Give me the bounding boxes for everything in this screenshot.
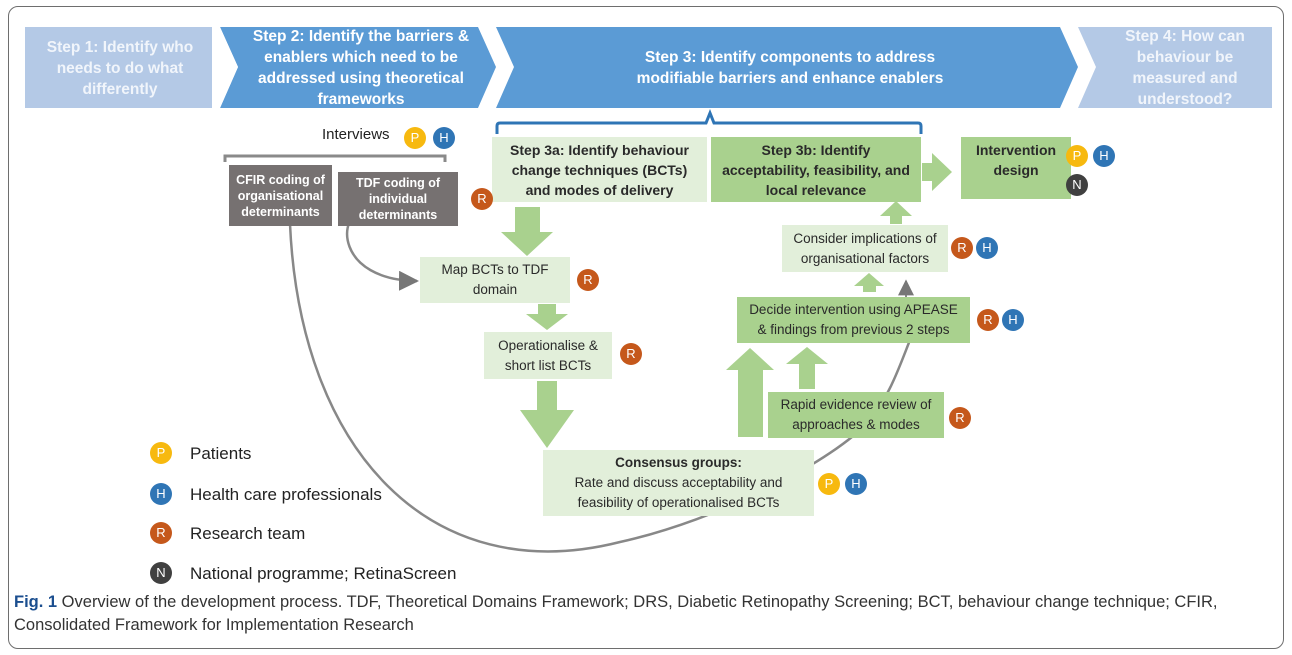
legend-research-icon: R bbox=[150, 522, 172, 544]
legend-national-icon: N bbox=[150, 562, 172, 584]
arrow-decide-small bbox=[854, 273, 884, 292]
arrow-consider-to-3b bbox=[880, 201, 912, 224]
consensus-box bbox=[543, 450, 814, 516]
interviews-label: Interviews bbox=[322, 126, 390, 143]
intervention-design-box bbox=[961, 137, 1071, 199]
step4-chevron bbox=[1078, 27, 1272, 108]
patients-badge: P bbox=[404, 127, 426, 149]
legend-patients-icon: P bbox=[150, 442, 172, 464]
legend-patients: Patients bbox=[190, 444, 252, 463]
legend-hcp: Health care professionals bbox=[190, 485, 382, 504]
step3b-box bbox=[711, 137, 921, 202]
hcp-badge: H bbox=[1093, 145, 1115, 167]
step1-text: Step 1: Identify who needs to do what di… bbox=[46, 38, 194, 98]
step2-text: Step 2: Identify the barriers & enablers… bbox=[252, 28, 470, 108]
research-badge: R bbox=[577, 269, 599, 291]
research-badge: R bbox=[977, 309, 999, 331]
decide-text: Decide intervention using APEASE & findi… bbox=[749, 302, 958, 337]
legend-hcp-icon: H bbox=[150, 483, 172, 505]
arrow-consensus-up bbox=[726, 348, 774, 437]
national-badge: N bbox=[1066, 174, 1088, 196]
arrow-op-to-consensus bbox=[520, 381, 574, 448]
research-badge: R bbox=[620, 343, 642, 365]
operationalise-text: Operationalise & short list BCTs bbox=[498, 337, 598, 373]
step3-bracket bbox=[495, 108, 923, 134]
map-bcts-box bbox=[420, 257, 570, 303]
hcp-badge: H bbox=[433, 127, 455, 149]
hcp-badge: H bbox=[845, 473, 867, 495]
patients-badge: P bbox=[1066, 145, 1088, 167]
patients-badge: P bbox=[818, 473, 840, 495]
legend-research: Research team bbox=[190, 524, 306, 543]
intervention-design-text: Intervention design bbox=[975, 141, 1057, 178]
figure-caption: Fig. 1 Overview of the development proce… bbox=[14, 591, 1276, 637]
research-badge: R bbox=[951, 237, 973, 259]
hcp-badge: H bbox=[1002, 309, 1024, 331]
step1-chevron bbox=[25, 27, 212, 108]
step3a-text: Step 3a: Identify behaviour change techn… bbox=[510, 141, 689, 198]
arrow-3a-to-map bbox=[501, 207, 553, 256]
consider-box bbox=[782, 225, 948, 272]
interviews-bracket bbox=[223, 154, 447, 162]
caption-text: Overview of the development process. TDF… bbox=[14, 593, 1218, 634]
arrow-rapid-up bbox=[786, 347, 828, 389]
legend-national: National programme; RetinaScreen bbox=[190, 564, 457, 583]
operationalise-box bbox=[484, 332, 612, 379]
cfir-box bbox=[229, 165, 332, 226]
map-bcts-text: Map BCTs to TDF domain bbox=[441, 262, 549, 297]
decide-box bbox=[737, 297, 970, 343]
research-badge: R bbox=[949, 407, 971, 429]
rapid-box bbox=[768, 392, 944, 438]
step2-chevron bbox=[220, 27, 496, 108]
step4-text: Step 4: How can behaviour be measured an… bbox=[1125, 28, 1245, 108]
research-badge: R bbox=[471, 188, 493, 210]
tdf-box bbox=[338, 172, 458, 226]
arrow-3b-to-design bbox=[922, 153, 952, 191]
tdf-text: TDF coding of individual determinants bbox=[355, 176, 440, 222]
consensus-text: Consensus groups: Rate and discuss accep… bbox=[543, 450, 814, 516]
hcp-badge: H bbox=[976, 237, 998, 259]
caption-fig-label: Fig. 1 bbox=[14, 593, 58, 611]
step3-chevron bbox=[496, 27, 1078, 108]
step3a-box bbox=[492, 137, 707, 202]
step3-text: Step 3: Identify components to address m… bbox=[636, 49, 944, 87]
arrow-map-to-op bbox=[526, 304, 568, 330]
rapid-text: Rapid evidence review of approaches & mo… bbox=[780, 397, 932, 432]
consensus-title: Consensus groups: bbox=[615, 455, 742, 470]
figure-frame bbox=[8, 6, 1284, 649]
consensus-body: Rate and discuss acceptability and feasi… bbox=[574, 475, 783, 510]
step3b-text: Step 3b: Identify acceptability, feasibi… bbox=[722, 141, 910, 198]
cfir-text: CFIR coding of organisational determinan… bbox=[236, 172, 325, 219]
consider-text: Consider implications of organisational … bbox=[793, 230, 937, 266]
